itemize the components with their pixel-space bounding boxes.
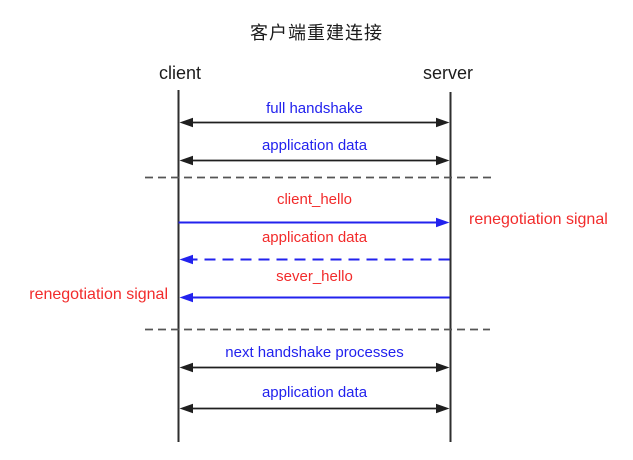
side-label-renegotiation-signal-right: renegotiation signal [469,211,608,228]
arrowhead-right-application-data-1 [436,155,450,166]
message-label-application-data-2: application data [261,229,368,246]
arrowhead-left-full-handshake [179,117,193,128]
message-label-full-handshake: full handshake [266,100,363,117]
diagram-title: 客户端重建连接 [250,23,383,43]
arrowhead-left-application-data-3 [179,403,193,414]
arrowhead-right-full-handshake [436,117,450,128]
message-label-application-data-3: application data [261,384,368,401]
arrowhead-left-next-handshake [179,362,193,373]
message-label-client-hello: client_hello [276,191,353,208]
message-label-application-data-1: application data [261,137,368,154]
side-label-renegotiation-signal-left: renegotiation signal [29,286,168,303]
actor-label-server: server [422,63,473,83]
arrowhead-left-application-data-2 [179,254,193,265]
arrowhead-right-client-hello [436,217,450,228]
arrowhead-left-application-data-1 [179,155,193,166]
arrowhead-right-next-handshake [436,362,450,373]
arrowhead-left-sever-hello [179,292,193,303]
arrowhead-right-application-data-3 [436,403,450,414]
message-label-sever-hello: sever_hello [276,268,353,285]
message-label-next-handshake: next handshake processes [225,344,404,361]
actor-label-client: client [158,63,202,83]
